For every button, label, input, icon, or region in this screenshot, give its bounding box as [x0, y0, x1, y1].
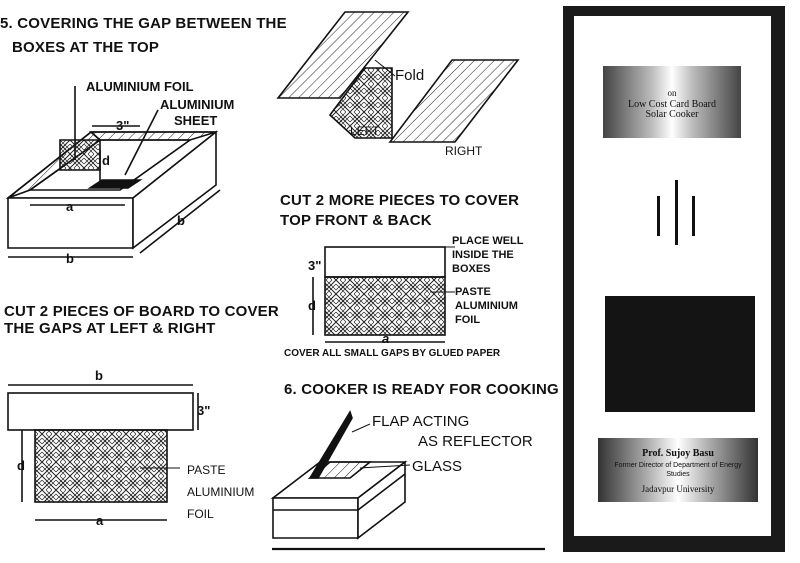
- leftright-dim-d: d: [17, 458, 25, 473]
- cover-title-line2: Solar Cooker: [645, 109, 699, 120]
- leftright-paste-line2: ALUMINIUM: [187, 485, 255, 499]
- leftright-diagram: [7, 384, 199, 521]
- step5-title-line2: BOXES AT THE TOP: [12, 39, 160, 56]
- frontback-title-line2: TOP FRONT & BACK: [280, 212, 432, 229]
- leftright-dim-a: a: [96, 513, 104, 528]
- step6-title: 6. COOKER IS READY FOR COOKING: [284, 381, 559, 398]
- frontback-title-line1: CUT 2 MORE PIECES TO COVER: [280, 192, 520, 209]
- leftright-dim-3: 3": [197, 403, 211, 418]
- frontback-diagram: [312, 246, 455, 343]
- cooker-diagram: [270, 410, 545, 551]
- step6-glass: GLASS: [412, 458, 463, 475]
- frontback-gaps-note: COVER ALL SMALL GAPS BY GLUED PAPER: [284, 348, 501, 359]
- frontback-paste-line2: ALUMINIUM: [455, 300, 518, 312]
- leftright-title-line2: THE GAPS AT LEFT & RIGHT: [4, 320, 216, 337]
- cover-author: Prof. Sujoy Basu: [642, 448, 714, 459]
- leftright-dim-b: b: [95, 368, 103, 383]
- fold-right-label: RIGHT: [445, 144, 483, 158]
- cover-logo-mark: [675, 180, 678, 245]
- cover-on: on: [667, 88, 677, 98]
- step5-dim-3: 3": [116, 118, 130, 133]
- step6-flap-line2: AS REFLECTOR: [418, 433, 533, 450]
- frontback-paste-line3: FOIL: [455, 314, 481, 326]
- frontback-dim-3: 3": [308, 258, 322, 273]
- frontback-dim-d: d: [308, 298, 316, 313]
- leftright-title-line1: CUT 2 PIECES OF BOARD TO COVER: [4, 303, 279, 320]
- step5-dim-d: d: [102, 153, 110, 168]
- step6-flap-line1: FLAP ACTING: [372, 413, 470, 430]
- frontback-dim-a: a: [382, 331, 390, 346]
- step5-sheet-label-line1: ALUMINIUM: [160, 97, 235, 112]
- cover-role-line1: Former Director of Department of Energy: [614, 462, 742, 469]
- fold-diagram: [276, 11, 520, 143]
- cover-role-line2: Studies: [666, 471, 690, 478]
- step5-sheet-label-line2: SHEET: [174, 113, 218, 128]
- step5-title-line1: 5. COVERING THE GAP BETWEEN THE: [0, 15, 287, 32]
- cover-title-band: [603, 66, 741, 138]
- cover-author-band: [598, 438, 758, 502]
- frontback-place-line2: INSIDE THE: [452, 249, 514, 261]
- step5-dim-b: b: [66, 251, 74, 266]
- step5-dim-a: a: [66, 199, 74, 214]
- cover-logo-mark-right: [692, 196, 695, 236]
- frontback-place-line3: BOXES: [452, 263, 491, 275]
- fold-label: Fold: [395, 67, 425, 84]
- cover-photo: [605, 296, 755, 412]
- frontback-paste-line1: PASTE: [455, 286, 491, 298]
- fold-left-label: LEFT: [350, 124, 380, 138]
- cover-title-line1: Low Cost Card Board: [627, 99, 717, 110]
- frontback-place-line1: PLACE WELL: [452, 235, 524, 247]
- cover-university: Jadavpur University: [641, 484, 715, 494]
- leftright-paste-line1: PASTE: [187, 463, 226, 477]
- step5-dim-b2: b: [177, 213, 185, 228]
- step5-foil-label: ALUMINIUM FOIL: [86, 79, 194, 94]
- cover-logo-mark-left: [657, 196, 660, 236]
- leftright-paste-line3: FOIL: [187, 507, 214, 521]
- step5-box-diagram: [5, 86, 221, 258]
